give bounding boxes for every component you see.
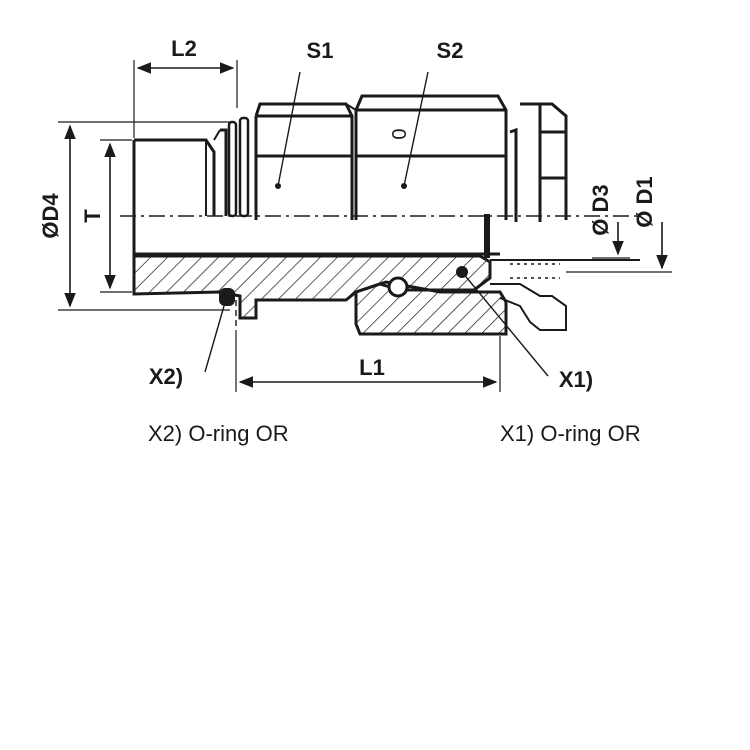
groove-ring-1 bbox=[227, 120, 238, 218]
dim-label-s1: S1 bbox=[307, 38, 334, 63]
hex-marker: 0 bbox=[389, 128, 411, 139]
fitting-body bbox=[120, 94, 640, 292]
dim-label-l2: L2 bbox=[171, 36, 197, 61]
callout-x2: X2) bbox=[149, 364, 183, 389]
nut-section bbox=[354, 280, 508, 336]
fitting-section bbox=[132, 254, 640, 336]
dim-label-d4: ØD4 bbox=[38, 193, 63, 239]
o-ring-x2-section bbox=[219, 288, 235, 306]
hex-s2 bbox=[354, 94, 508, 220]
dim-label-l1: L1 bbox=[359, 355, 385, 380]
dim-label-t: T bbox=[80, 209, 105, 223]
dim-label-d3: Ø D3 bbox=[588, 184, 613, 235]
nut-ball bbox=[387, 276, 409, 298]
dim-label-s2: S2 bbox=[437, 38, 464, 63]
caption-x1: X1) O-ring OR bbox=[500, 421, 641, 446]
hex-s1 bbox=[254, 102, 354, 220]
groove-ring-2 bbox=[238, 116, 250, 218]
caption-x2: X2) O-ring OR bbox=[148, 421, 289, 446]
callout-x1: X1) bbox=[559, 367, 593, 392]
dimension-lines bbox=[58, 60, 672, 392]
dim-label-d1: Ø D1 bbox=[632, 176, 657, 227]
